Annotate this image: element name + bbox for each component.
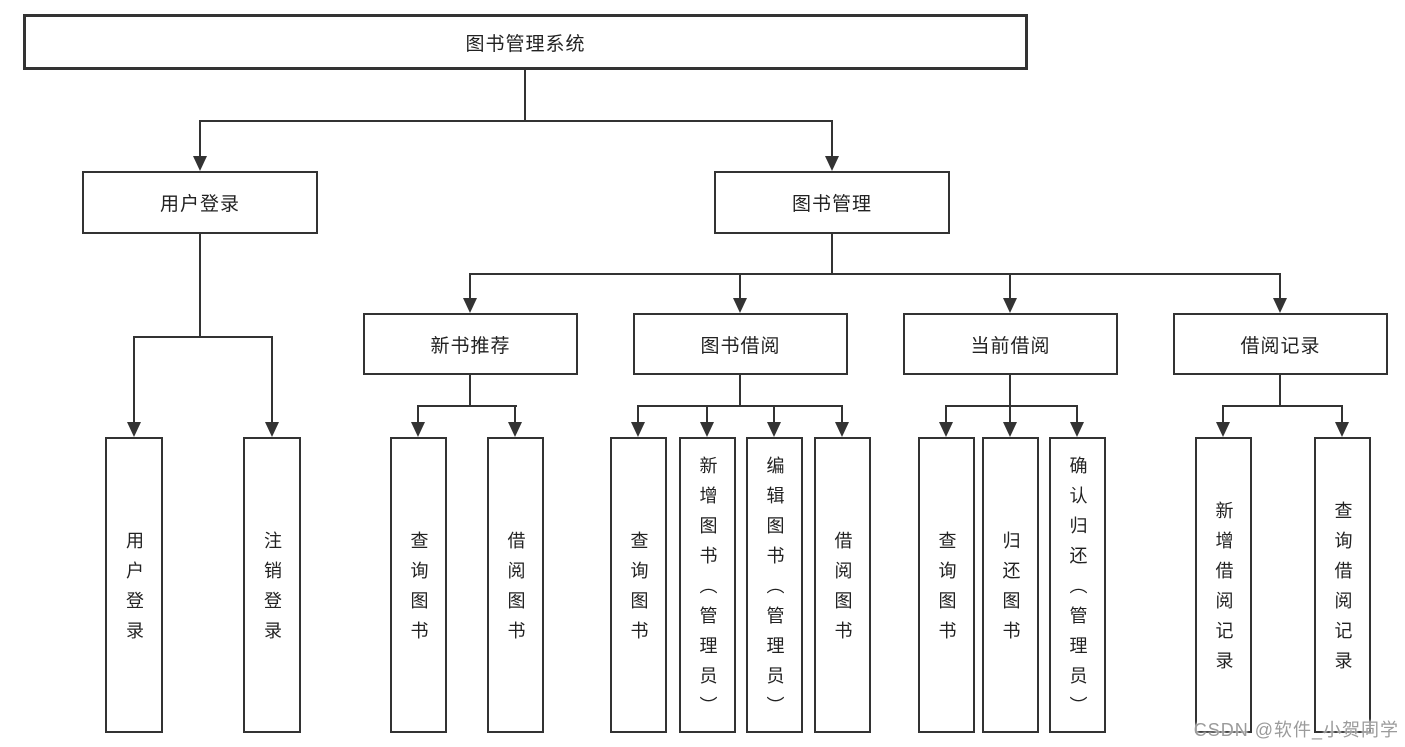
connector-drop [1222, 405, 1224, 424]
leaf-add-book-admin-label: 新增图书（管理员） [697, 456, 718, 726]
arrowhead-down-icon [1003, 422, 1017, 437]
connector-drop [469, 273, 471, 301]
leaf-return-book-label: 归还图书 [1000, 531, 1021, 651]
connector-stem [199, 234, 201, 336]
connector-root-span [199, 120, 833, 122]
node-book-borrow-label: 图书借阅 [700, 335, 781, 357]
node-book-borrow: 图书借阅 [633, 313, 848, 375]
connector-drop [945, 405, 947, 424]
node-user-login: 用户登录 [82, 171, 318, 234]
arrowhead-down-icon [767, 422, 781, 437]
leaf-edit-book-admin-label: 编辑图书（管理员） [764, 456, 785, 726]
connector-stem [1009, 375, 1011, 405]
connector-drop [1009, 405, 1011, 424]
arrowhead-down-icon [825, 156, 839, 171]
arrowhead-down-icon [1273, 298, 1287, 313]
leaf-recommend-query-books-label: 查询图书 [408, 531, 429, 651]
arrowhead-down-icon [463, 298, 477, 313]
connector-drop [133, 336, 135, 424]
leaf-recommend-borrow-books: 借阅图书 [487, 437, 544, 733]
leaf-add-book-admin: 新增图书（管理员） [679, 437, 736, 733]
node-borrow-records: 借阅记录 [1173, 313, 1388, 375]
leaf-user-login-label: 用户登录 [124, 531, 144, 651]
connector-drop [417, 405, 419, 424]
connector-drop [841, 405, 843, 424]
node-root-label: 图书管理系统 [465, 33, 586, 55]
csdn-watermark: CSDN @软件_小贺同学 [1193, 720, 1399, 740]
connector-stem [469, 375, 471, 405]
leaf-edit-book-admin: 编辑图书（管理员） [746, 437, 803, 733]
connector-root-stem [524, 70, 526, 120]
leaf-add-borrow-record: 新增借阅记录 [1195, 437, 1252, 733]
connector-span [638, 405, 843, 407]
arrowhead-down-icon [700, 422, 714, 437]
node-root: 图书管理系统 [23, 14, 1028, 70]
connector-drop [514, 405, 516, 424]
connector-drop [773, 405, 775, 424]
connector-span [418, 405, 517, 407]
arrowhead-down-icon [193, 156, 207, 171]
connector-drop [637, 405, 639, 424]
leaf-recommend-borrow-books-label: 借阅图书 [505, 531, 526, 651]
leaf-logout: 注销登录 [243, 437, 301, 733]
arrowhead-down-icon [508, 422, 522, 437]
leaf-add-borrow-record-label: 新增借阅记录 [1213, 501, 1234, 681]
arrowhead-down-icon [631, 422, 645, 437]
connector-drop [271, 336, 273, 424]
leaf-borrow-book: 借阅图书 [814, 437, 871, 733]
node-current-borrow-label: 当前借阅 [970, 335, 1051, 357]
leaf-borrow-book-label: 借阅图书 [832, 531, 853, 651]
connector-drop [739, 273, 741, 301]
arrowhead-down-icon [733, 298, 747, 313]
leaf-confirm-return-admin-label: 确认归还（管理员） [1067, 456, 1088, 726]
connector-drop [706, 405, 708, 424]
leaf-confirm-return-admin: 确认归还（管理员） [1049, 437, 1106, 733]
connector-span [133, 336, 273, 338]
leaf-return-book: 归还图书 [982, 437, 1039, 733]
arrowhead-down-icon [265, 422, 279, 437]
node-book-management: 图书管理 [714, 171, 950, 234]
leaf-query-borrow-record: 查询借阅记录 [1314, 437, 1371, 733]
connector-span [470, 273, 1281, 275]
leaf-query-borrow-record-label: 查询借阅记录 [1332, 501, 1353, 681]
node-user-login-label: 用户登录 [159, 194, 240, 215]
connector-stem [1279, 375, 1281, 405]
arrowhead-down-icon [1335, 422, 1349, 437]
connector-stem [831, 234, 833, 273]
arrowhead-down-icon [1003, 298, 1017, 313]
connector-drop [1009, 273, 1011, 301]
node-book-management-label: 图书管理 [791, 194, 872, 215]
leaf-current-query-books-label: 查询图书 [936, 531, 957, 651]
arrowhead-down-icon [411, 422, 425, 437]
leaf-recommend-query-books: 查询图书 [390, 437, 447, 733]
node-borrow-records-label: 借阅记录 [1240, 335, 1321, 357]
connector-span [1223, 405, 1343, 407]
leaf-logout-label: 注销登录 [262, 531, 282, 651]
node-new-book-recommend-label: 新书推荐 [430, 335, 511, 357]
connector-span [946, 405, 1078, 407]
arrowhead-down-icon [835, 422, 849, 437]
leaf-borrow-query-books: 查询图书 [610, 437, 667, 733]
arrowhead-down-icon [939, 422, 953, 437]
connector-drop [199, 120, 201, 158]
arrowhead-down-icon [1216, 422, 1230, 437]
leaf-user-login: 用户登录 [105, 437, 163, 733]
arrowhead-down-icon [1070, 422, 1084, 437]
leaf-borrow-query-books-label: 查询图书 [628, 531, 649, 651]
arrowhead-down-icon [127, 422, 141, 437]
connector-stem [739, 375, 741, 405]
connector-drop [1076, 405, 1078, 424]
leaf-current-query-books: 查询图书 [918, 437, 975, 733]
node-new-book-recommend: 新书推荐 [363, 313, 578, 375]
connector-drop [831, 120, 833, 158]
connector-drop [1279, 273, 1281, 301]
node-current-borrow: 当前借阅 [903, 313, 1118, 375]
connector-drop [1341, 405, 1343, 424]
